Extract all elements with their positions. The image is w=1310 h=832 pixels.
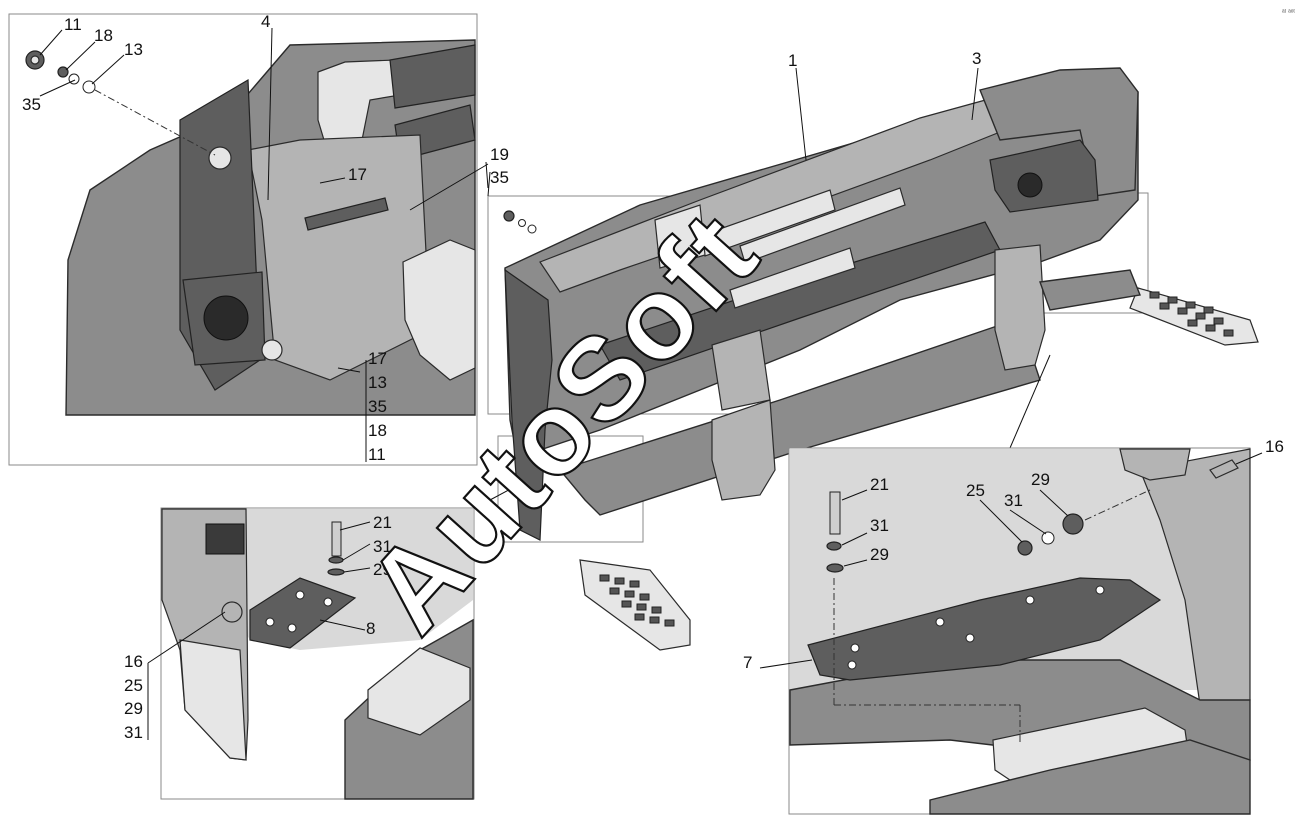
panel-bl-end-face — [179, 639, 247, 761]
panel-tl-rib — [304, 197, 389, 231]
callout-r-29: 29 — [870, 545, 889, 564]
panel-bl-bolt-head — [221, 601, 243, 623]
callout-bl-29-lower: 29 — [124, 699, 143, 718]
detail-panel-top-left: 11 18 13 35 4 17 19 35 17 13 35 18 11 — [8, 12, 509, 466]
panel-tl-bracket — [402, 239, 476, 381]
callout-tl-11-lower: 11 — [368, 445, 386, 464]
panel-r-washer-29 — [826, 563, 844, 573]
panel-r-washer-31b — [1041, 531, 1055, 545]
callout-r-31: 31 — [870, 516, 889, 535]
callout-tl-17-upper: 17 — [348, 165, 367, 184]
panel-r-washer-29b — [1062, 513, 1084, 535]
callout-3: 3 — [972, 49, 981, 68]
panel-r-nut-25 — [1017, 540, 1033, 556]
step-left — [579, 559, 691, 651]
panel-tl-top-rail — [389, 44, 476, 109]
vertical-bracket-right — [994, 244, 1046, 371]
bumper-slot-2 — [739, 187, 906, 264]
center-washers — [503, 210, 537, 234]
vertical-bracket-center — [711, 399, 776, 501]
vertical-bracket-left — [711, 329, 771, 411]
main-bumper-assembly: 1 3 — [487, 49, 1259, 651]
panel-bl-plate-hole-3 — [265, 617, 275, 627]
callout-tl-17-lower: 17 — [368, 349, 387, 368]
callout-tl-4: 4 — [261, 12, 270, 31]
panel-r-plate-hole-4 — [965, 633, 975, 643]
panel-bl-plate-hole-1 — [295, 590, 305, 600]
panel-r-washer-31 — [826, 541, 842, 551]
callout-tl-35: 35 — [22, 95, 41, 114]
callout-bl-16: 16 — [124, 652, 143, 671]
callout-tl-35-lower: 35 — [368, 397, 387, 416]
panel-r-plate-hole-3 — [935, 617, 945, 627]
towing-bracket-right — [989, 139, 1099, 213]
panel-r-bolt — [829, 491, 841, 535]
panel-tl-top-grip — [317, 59, 401, 161]
panel-bl-plate-hole-2 — [323, 597, 333, 607]
callout-r-25: 25 — [966, 481, 985, 500]
panel-bl-slot — [205, 523, 245, 555]
panel-r-bolt-16 — [1209, 459, 1239, 479]
callout-bl-21: 21 — [373, 513, 392, 532]
panel-bl-washer-1 — [328, 556, 344, 564]
callout-bl-8: 8 — [366, 619, 375, 638]
detail-panel-bottom-left: 21 31 29 8 16 25 29 31 — [124, 507, 475, 800]
panel-bl-plate — [249, 577, 357, 649]
detail-panel-right: 16 21 25 31 29 31 29 7 — [743, 437, 1284, 815]
callout-r-29-top: 29 — [1031, 470, 1050, 489]
step-left-holes — [599, 574, 675, 627]
corner-mark: ᵃᵗ ᵃᵒᵗ — [1282, 9, 1295, 16]
callout-bl-25: 25 — [124, 676, 143, 695]
bumper-end-right — [979, 67, 1139, 197]
tow-hole-right — [1017, 172, 1043, 198]
panel-bl-bolt — [331, 521, 342, 557]
callout-tl-19: 19 — [490, 145, 509, 164]
panel-tl-bolt-upper — [208, 146, 232, 170]
callout-bl-31: 31 — [373, 537, 392, 556]
bumper-end-left — [504, 268, 553, 541]
callout-tl-18: 18 — [94, 26, 113, 45]
panel-r-plate-hole-6 — [1095, 585, 1105, 595]
callout-bl-31-lower: 31 — [124, 723, 143, 742]
callout-r-16: 16 — [1265, 437, 1284, 456]
bumper-slot-3 — [729, 247, 856, 309]
panel-tl-mount-plate — [247, 134, 431, 381]
panel-r-plate-hole-2 — [847, 660, 857, 670]
panel-r-lower-beam — [929, 739, 1251, 815]
callout-tl-13-lower: 13 — [368, 373, 387, 392]
callout-r-21: 21 — [870, 475, 889, 494]
panel-tl-hole — [203, 295, 249, 341]
panel-bl-plate-hole-4 — [287, 623, 297, 633]
callout-r-31-top: 31 — [1004, 491, 1023, 510]
panel-r-plate-hole-1 — [850, 643, 860, 653]
step-right — [1129, 287, 1259, 346]
callout-tl-35-right: 35 — [490, 168, 509, 187]
callout-1: 1 — [788, 51, 797, 70]
panel-tl-bolt-lower — [261, 339, 283, 361]
callout-r-7: 7 — [743, 653, 752, 672]
bumper-lower-beam — [558, 324, 1041, 516]
callout-tl-11: 11 — [64, 15, 82, 34]
panel-bl-lower-bracket — [367, 647, 471, 736]
callout-bl-29: 29 — [373, 560, 392, 579]
bumper-grip-1 — [654, 204, 706, 269]
panel-r-knob — [1119, 448, 1191, 481]
panel-r-plate-hole-5 — [1025, 595, 1035, 605]
step-right-support — [1039, 269, 1141, 311]
panel-r-plate — [807, 577, 1162, 681]
callout-tl-13: 13 — [124, 40, 143, 59]
callout-tl-18-lower: 18 — [368, 421, 387, 440]
step-right-holes — [1149, 291, 1234, 337]
